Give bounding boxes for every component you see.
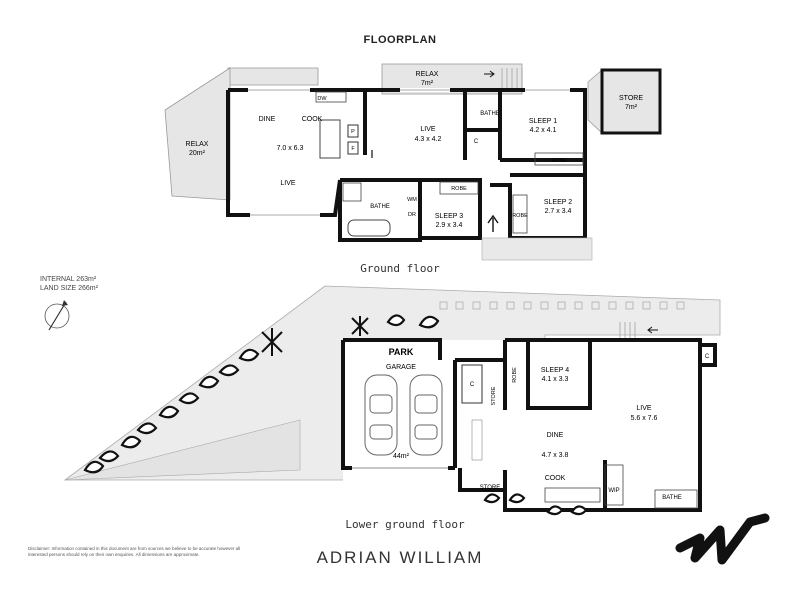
label-live-dims: 4.3 x 4.2 [415, 136, 442, 143]
label-live: LIVE [420, 126, 436, 133]
label-robe2: ROBE [512, 213, 528, 219]
brand-logo-icon [675, 513, 770, 565]
robe-sleep2 [512, 194, 528, 234]
label-relax-top-area: 7m² [421, 80, 434, 87]
label-relax-side-area: 20m² [189, 150, 206, 157]
label-sleep4-dims: 4.1 x 3.3 [542, 376, 569, 383]
label-dine-dims: 7.0 x 6.3 [277, 145, 304, 152]
pantry-p [347, 124, 359, 138]
disclaimer-text: Disclaimer: Information contained in thi… [28, 546, 241, 557]
floorplan-title: FLOORPLAN [363, 34, 437, 46]
shower-ground [342, 182, 362, 202]
label-bathe-lower: BATHE [662, 495, 682, 501]
brand-name: ADRIAN WILLIAM [316, 548, 484, 567]
compass-icon [44, 300, 70, 331]
label-live-lower: LIVE [280, 180, 296, 187]
label-relax-side: RELAX [186, 141, 209, 148]
closet-c [461, 364, 483, 404]
fridge-f [347, 141, 359, 155]
label-wm: WM [407, 197, 417, 203]
label-sleep2-dims: 2.7 x 3.4 [545, 208, 572, 215]
label-sleep2: SLEEP 2 [544, 199, 572, 206]
deck-arrow-icon [484, 70, 495, 78]
front-landing [481, 237, 593, 261]
lower-interior [343, 340, 703, 510]
robe-sleep3 [439, 181, 479, 195]
label-c-right: C [705, 354, 710, 360]
kitchen-island [319, 119, 341, 159]
label-store-bottom: STORE [480, 485, 501, 491]
label-sleep3-dims: 2.9 x 3.4 [436, 222, 463, 229]
land-size: LAND SIZE 266m² [40, 285, 98, 292]
label-p: P [351, 129, 355, 135]
label-sleep1: SLEEP 1 [529, 118, 557, 125]
label-bathe-mid: BATHE [370, 204, 390, 210]
internal-area: INTERNAL 263m² [40, 276, 97, 283]
label-bathe-top: BATHE [480, 111, 500, 117]
deck-relax-side [164, 67, 231, 201]
deck-arrow-lower-icon [647, 326, 658, 334]
bathroom-lower [654, 489, 698, 509]
entry-arrow-icon [487, 214, 499, 232]
store-walls [600, 68, 662, 135]
label-cook: COOK [302, 116, 323, 123]
motorbike [471, 419, 483, 461]
ground-floor-caption: Ground floor [360, 262, 440, 275]
stairs-ground-top [501, 68, 523, 88]
wip-room [604, 464, 624, 506]
label-store-area: 7m² [625, 104, 638, 111]
dishwasher [315, 91, 347, 103]
label-park: PARK [389, 347, 414, 357]
ground-window-lines [248, 89, 570, 216]
label-c-top: C [474, 139, 479, 145]
label-sleep4: SLEEP 4 [541, 367, 569, 374]
lower-floor-caption: Lower ground floor [345, 518, 465, 531]
label-sleep1-dims: 4.2 x 4.1 [530, 127, 557, 134]
kitchen-bench-lower [544, 487, 601, 503]
label-store-vertical: STORE [491, 386, 497, 405]
stairs-lower-right [619, 322, 636, 340]
garden-plants [83, 314, 588, 516]
lower-floor-plan: PARK GARAGE 44m² C STORE ROBE SLEEP 4 4.… [63, 285, 721, 516]
label-garage: GARAGE [386, 364, 416, 371]
label-c-lower: C [470, 382, 475, 388]
label-garage-area: 44m² [393, 453, 410, 460]
driveway [64, 419, 301, 481]
deck-planters [439, 301, 685, 310]
car-right-icon [409, 374, 443, 456]
ground-floor-plan: RELAX 20m² RELAX 7m² DINE COOK 7.0 x 6.3… [164, 63, 662, 261]
label-robe3: ROBE [451, 186, 467, 192]
robe-sleep1 [534, 152, 584, 166]
label-live-lower: LIVE [636, 405, 652, 412]
label-f: F [351, 146, 355, 152]
property-info: INTERNAL 263m² LAND SIZE 266m² [40, 275, 98, 293]
label-cook-lower: COOK [545, 475, 566, 482]
ground-walls [226, 88, 587, 242]
label-robe1: ROBE [551, 158, 567, 164]
label-dr: DR [408, 212, 416, 218]
deck-top-left [227, 67, 319, 86]
label-dine: DINE [259, 116, 276, 123]
car-left-icon [364, 374, 398, 456]
label-dine-lower: DINE [547, 432, 564, 439]
label-live-lower-dims: 5.6 x 7.6 [631, 415, 658, 422]
label-relax-top: RELAX [416, 71, 439, 78]
label-store: STORE [619, 95, 643, 102]
bath-tub [347, 219, 391, 237]
lower-walls [341, 338, 717, 512]
label-wip: WIP [608, 488, 619, 494]
label-dw: DW [317, 96, 327, 102]
garden-palms [261, 316, 369, 356]
label-dine-lower-dims: 4.7 x 3.8 [542, 452, 569, 459]
label-robe-vertical: ROBE [512, 367, 518, 383]
label-sleep3: SLEEP 3 [435, 213, 463, 220]
